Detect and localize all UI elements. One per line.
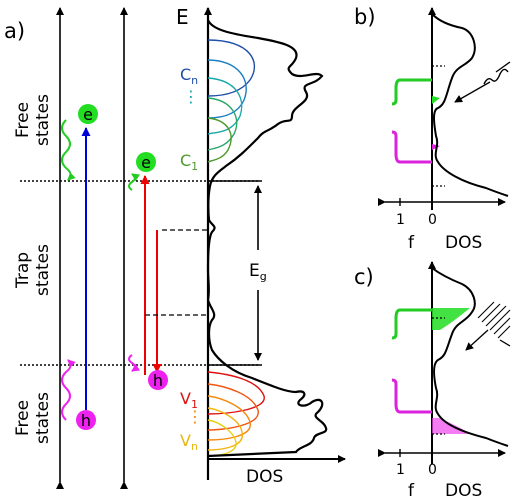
hole-trapping-wave — [128, 354, 141, 372]
panel-label-a: a) — [4, 19, 25, 43]
free-states-bottom-label: Free states — [13, 392, 53, 444]
panel-b-dos-label: DOS — [445, 233, 482, 253]
energy-axis-label: E — [176, 5, 189, 29]
panel-b-photon-arrow — [454, 81, 491, 103]
electron-relaxation-wave-left — [61, 119, 76, 181]
free-states-top-label: Free states — [13, 94, 53, 146]
panel-c-dos-curve — [431, 267, 509, 447]
level-label-vn: Vn — [180, 431, 198, 453]
panel-c-electron-occupation — [391, 308, 432, 340]
total-dos-curve — [206, 19, 328, 458]
svg-text:Trap: Trap — [13, 252, 33, 289]
svg-text:h: h — [81, 411, 91, 430]
panel-c-hole-occupation — [391, 378, 432, 414]
hole-relaxation-wave-left — [61, 359, 76, 421]
level-label-c1: C1 — [180, 151, 198, 173]
panel-c-photon-tail — [499, 339, 511, 347]
svg-text:states: states — [33, 94, 53, 146]
panel-b-tick-1-label: 1 — [396, 212, 405, 228]
hole-free: h — [76, 410, 96, 430]
electron-trapped: e — [136, 152, 156, 172]
svg-text:h: h — [153, 371, 163, 390]
panel-b-photon-wave — [483, 68, 509, 85]
hole-trapped: h — [148, 370, 168, 390]
band-gap-label: Eg — [249, 261, 267, 283]
vb-level-dots: ⋮ — [187, 407, 203, 426]
panel-c-electron-fill — [432, 308, 470, 330]
dos-axis-label: DOS — [246, 467, 283, 487]
valence-band-levels — [207, 371, 265, 457]
svg-text:e: e — [83, 105, 93, 124]
panel-b-f-label: f — [408, 233, 415, 253]
panel-c-photon-wave — [477, 301, 511, 339]
svg-text:states: states — [33, 392, 53, 444]
svg-text:Free: Free — [13, 102, 33, 138]
conduction-band-levels — [207, 39, 255, 163]
svg-text:states: states — [33, 244, 53, 296]
electron-free: e — [78, 104, 98, 124]
panel-b-electron-occupation — [391, 78, 432, 106]
panel-b-hole-occupation — [391, 130, 432, 164]
panel-c-tick-1-label: 1 — [396, 462, 405, 478]
panel-b-dos-curve — [431, 13, 509, 197]
electron-trapping-wave — [128, 173, 141, 191]
svg-text:Free: Free — [13, 400, 33, 436]
panel-c-tick-0-label: 0 — [428, 462, 437, 478]
level-label-v1: V1 — [180, 389, 198, 411]
level-label-cn: Cn — [180, 65, 198, 87]
panel-c-photon-arrow — [465, 329, 489, 351]
trap-states-label: Trap states — [13, 244, 53, 296]
panel-label-b: b) — [354, 5, 376, 29]
panel-b-electron-occupation-fill — [432, 96, 440, 104]
panel-b-tick-0-label: 0 — [428, 212, 437, 228]
panel-b-photon-tail — [495, 61, 511, 73]
svg-text:e: e — [141, 153, 151, 172]
cb-level-dots: ⋮ — [183, 87, 199, 106]
panel-c-f-label: f — [408, 481, 415, 500]
panel-c-dos-label: DOS — [445, 481, 482, 500]
panel-label-c: c) — [354, 265, 374, 289]
